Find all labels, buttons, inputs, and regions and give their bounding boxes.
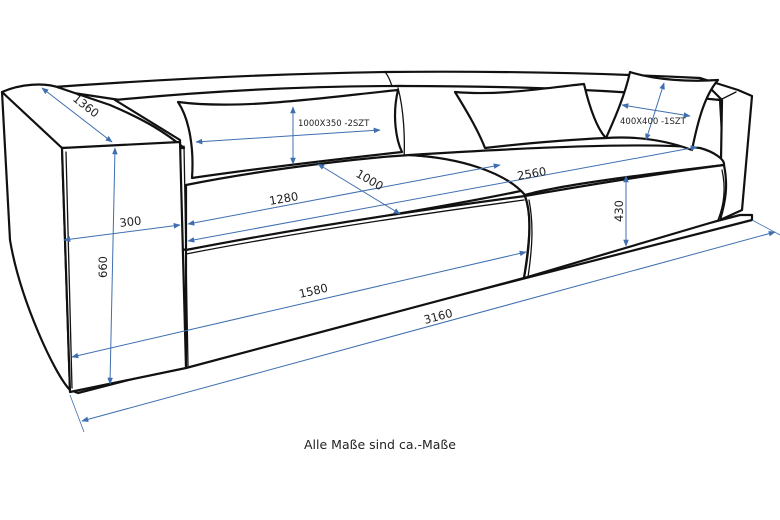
label-seat-width-total: 2560: [516, 164, 547, 183]
label-seat-width-single: 1280: [268, 189, 299, 208]
label-seat-height: 430: [612, 200, 626, 222]
dimension-labels: 1360 660 300 1000X350 -2SZT 1280 1000 25…: [70, 91, 687, 327]
dim-armrest-depth: [41, 87, 113, 143]
label-back-cushion: 1000X350 -2SZT: [298, 119, 370, 129]
label-throw-pillow: 400X400 -1SZT: [620, 117, 687, 127]
label-total-height: 660: [96, 256, 110, 278]
footnote: Alle Maße sind ca.-Maße: [304, 437, 456, 452]
right-armrest: [698, 76, 754, 222]
dim-cushion-width: [195, 127, 381, 145]
dim-total-width: [81, 230, 776, 423]
label-module-width: 1580: [298, 281, 330, 301]
label-armrest-width: 300: [119, 213, 142, 230]
dim-seat-width-total: [187, 145, 698, 243]
dimension-lines: [41, 82, 780, 433]
dim-pillow-height: [645, 82, 665, 141]
